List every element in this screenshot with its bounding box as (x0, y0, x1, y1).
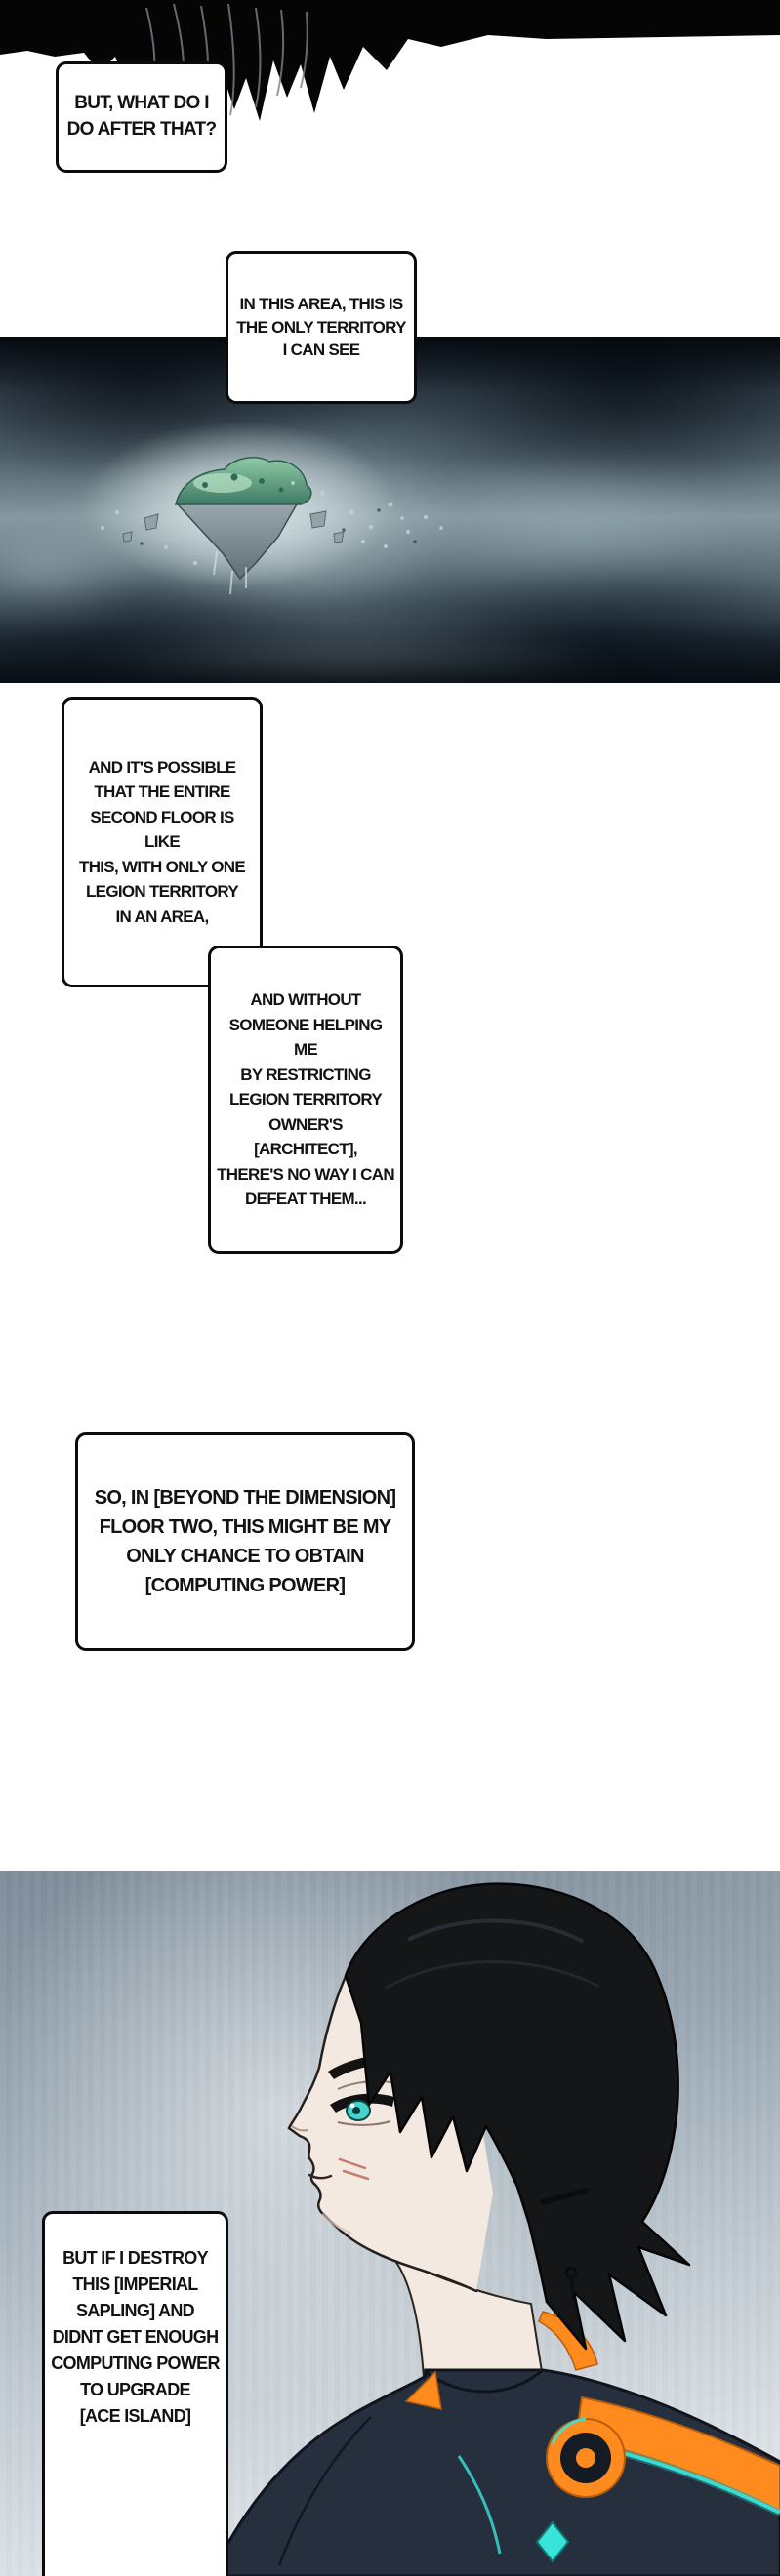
bubble-text: BUT, WHAT DO I DO AFTER THAT? (66, 93, 217, 140)
bubble-text: AND WITHOUT SOMEONE HELPING ME BY RESTRI… (217, 990, 395, 1209)
mouth-line (308, 2173, 333, 2180)
panel-top-silhouette (0, 0, 780, 146)
earring (540, 2188, 589, 2302)
panel-sky (0, 337, 780, 683)
shoulder-orange-band (574, 2395, 780, 2513)
character-portrait-svg (209, 1882, 780, 2576)
speech-bubble-6: BUT IF I DESTROY THIS [IMPERIAL SAPLING]… (42, 2211, 228, 2576)
hair-highlights (385, 1918, 599, 1990)
silhouette-svg (0, 0, 780, 127)
bubble-text: BUT IF I DESTROY THIS [IMPERIAL SAPLING]… (51, 2248, 220, 2426)
speech-bubble-2: IN THIS AREA, THIS IS THE ONLY TERRITORY… (226, 251, 417, 404)
speech-bubble-4: AND WITHOUT SOMEONE HELPING ME BY RESTRI… (208, 946, 403, 1254)
jacket-front-seam (277, 2416, 372, 2566)
chest-teal-accent (457, 2455, 502, 2555)
speech-bubble-3: AND IT'S POSSIBLE THAT THE ENTIRE SECOND… (62, 697, 263, 987)
chin-shadow (320, 2212, 352, 2235)
lower-eyelid (337, 2120, 391, 2126)
speech-bubble-5: SO, IN [BEYOND THE DIMENSION] FLOOR TWO,… (75, 1432, 415, 1651)
collar-inner-line (425, 2368, 544, 2394)
rock-silhouette (0, 0, 780, 127)
cheek-scratch-marks (338, 2157, 370, 2181)
bubble-text: IN THIS AREA, THIS IS THE ONLY TERRITORY… (236, 294, 406, 360)
teal-diamond-ornament (535, 2520, 570, 2563)
nostril-line (291, 2125, 308, 2132)
character-hair (344, 1882, 691, 2351)
silhouette-texture-streaks (145, 3, 308, 120)
eye-highlight (349, 2103, 355, 2109)
bubble-text: AND IT'S POSSIBLE THAT THE ENTIRE SECOND… (79, 757, 246, 926)
collar-front-orange-trim (404, 2370, 442, 2410)
character-profile-outline (287, 1966, 478, 2293)
bubble-text: SO, IN [BEYOND THE DIMENSION] FLOOR TWO,… (94, 1487, 396, 1596)
shoulder-emblem (546, 2417, 626, 2498)
speech-bubble-1: BUT, WHAT DO I DO AFTER THAT? (56, 61, 227, 173)
pupil (352, 2107, 360, 2114)
